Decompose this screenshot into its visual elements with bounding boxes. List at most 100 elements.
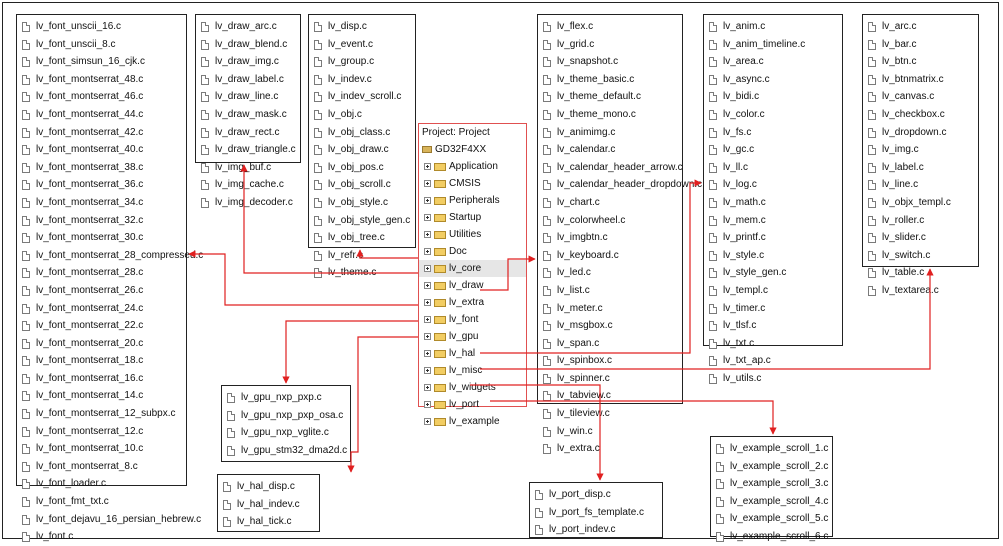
file-item[interactable]: lv_spinbox.c (538, 352, 682, 370)
expand-icon[interactable] (424, 248, 431, 255)
file-item[interactable]: lv_bidi.c (704, 88, 842, 106)
file-item[interactable]: lv_keyboard.c (538, 247, 682, 265)
file-item[interactable]: lv_dropdown.c (863, 124, 978, 142)
file-item[interactable]: lv_tlsf.c (704, 317, 842, 335)
file-item[interactable]: lv_colorwheel.c (538, 212, 682, 230)
expand-icon[interactable] (424, 418, 431, 425)
file-item[interactable]: lv_example_scroll_6.c (711, 528, 832, 546)
file-item[interactable]: lv_font_montserrat_36.c (17, 176, 186, 194)
file-item[interactable]: lv_color.c (704, 106, 842, 124)
file-item[interactable]: lv_draw_blend.c (196, 36, 300, 54)
project-group-lv-widgets[interactable]: lv_widgets (419, 379, 526, 396)
file-item[interactable]: lv_font_unscii_8.c (17, 36, 186, 54)
file-item[interactable]: lv_win.c (538, 423, 682, 441)
file-item[interactable]: lv_draw_line.c (196, 88, 300, 106)
file-item[interactable]: lv_obj_style.c (309, 194, 415, 212)
expand-icon[interactable] (424, 350, 431, 357)
project-group-application[interactable]: Application (419, 158, 526, 175)
file-item[interactable]: lv_txt_ap.c (704, 352, 842, 370)
file-item[interactable]: lv_obj_scroll.c (309, 176, 415, 194)
file-item[interactable]: lv_font_dejavu_16_persian_hebrew.c (17, 511, 201, 529)
file-item[interactable]: lv_draw_mask.c (196, 106, 300, 124)
file-item[interactable]: lv_font_montserrat_26.c (17, 282, 186, 300)
expand-icon[interactable] (424, 316, 431, 323)
file-item[interactable]: lv_example_scroll_5.c (711, 510, 832, 528)
file-item[interactable]: lv_img.c (863, 141, 978, 159)
expand-icon[interactable] (424, 214, 431, 221)
project-group-lv-core[interactable]: lv_core (419, 260, 526, 277)
file-item[interactable]: lv_hal_indev.c (218, 496, 319, 514)
file-item[interactable]: lv_obj_style_gen.c (309, 212, 415, 230)
file-item[interactable]: lv_btn.c (863, 53, 978, 71)
file-item[interactable]: lv_gc.c (704, 141, 842, 159)
file-item[interactable]: lv_animimg.c (538, 124, 682, 142)
file-item[interactable]: lv_font.c (17, 528, 186, 546)
file-item[interactable]: lv_gpu_nxp_pxp.c (222, 389, 350, 407)
file-item[interactable]: lv_font_montserrat_12_subpx.c (17, 405, 186, 423)
file-item[interactable]: lv_font_montserrat_30.c (17, 229, 186, 247)
file-item[interactable]: lv_msgbox.c (538, 317, 682, 335)
project-group-utilities[interactable]: Utilities (419, 226, 526, 243)
expand-icon[interactable] (424, 299, 431, 306)
project-group-cmsis[interactable]: CMSIS (419, 175, 526, 192)
file-item[interactable]: lv_disp.c (309, 18, 415, 36)
file-item[interactable]: lv_indev_scroll.c (309, 88, 415, 106)
file-item[interactable]: lv_theme_default.c (538, 88, 682, 106)
file-item[interactable]: lv_led.c (538, 264, 682, 282)
project-group-doc[interactable]: Doc (419, 243, 526, 260)
file-item[interactable]: lv_font_montserrat_48.c (17, 71, 186, 89)
file-item[interactable]: lv_txt.c (704, 335, 842, 353)
expand-icon[interactable] (424, 333, 431, 340)
file-item[interactable]: lv_log.c (704, 176, 842, 194)
file-item[interactable]: lv_draw_rect.c (196, 124, 300, 142)
file-item[interactable]: lv_meter.c (538, 300, 682, 318)
file-item[interactable]: lv_table.c (863, 264, 978, 282)
file-item[interactable]: lv_draw_label.c (196, 71, 300, 89)
file-item[interactable]: lv_font_loader.c (17, 475, 186, 493)
file-item[interactable]: lv_font_montserrat_22.c (17, 317, 186, 335)
file-item[interactable]: lv_obj_class.c (309, 124, 415, 142)
file-item[interactable]: lv_fs.c (704, 124, 842, 142)
file-item[interactable]: lv_indev.c (309, 71, 415, 89)
file-item[interactable]: lv_line.c (863, 176, 978, 194)
file-item[interactable]: lv_objx_templ.c (863, 194, 978, 212)
file-item[interactable]: lv_mem.c (704, 212, 842, 230)
file-item[interactable]: lv_port_disp.c (530, 486, 662, 504)
file-item[interactable]: lv_anim.c (704, 18, 842, 36)
project-group-lv-draw[interactable]: lv_draw (419, 277, 526, 294)
file-item[interactable]: lv_extra.c (538, 440, 682, 458)
file-item[interactable]: lv_timer.c (704, 300, 842, 318)
expand-icon[interactable] (424, 265, 431, 272)
file-item[interactable]: lv_port_indev.c (530, 521, 662, 539)
file-item[interactable]: lv_area.c (704, 53, 842, 71)
expand-icon[interactable] (424, 197, 431, 204)
file-item[interactable]: lv_font_montserrat_14.c (17, 387, 186, 405)
file-item[interactable]: lv_refr.c (309, 247, 415, 265)
file-item[interactable]: lv_gpu_nxp_pxp_osa.c (222, 407, 350, 425)
file-item[interactable]: lv_spinner.c (538, 370, 682, 388)
project-group-lv-hal[interactable]: lv_hal (419, 345, 526, 362)
project-group-lv-example[interactable]: lv_example (419, 413, 526, 430)
file-item[interactable]: lv_font_montserrat_38.c (17, 159, 186, 177)
file-item[interactable]: lv_font_montserrat_12.c (17, 423, 186, 441)
file-item[interactable]: lv_example_scroll_1.c (711, 440, 832, 458)
file-item[interactable]: lv_font_montserrat_34.c (17, 194, 186, 212)
file-item[interactable]: lv_example_scroll_4.c (711, 493, 832, 511)
file-item[interactable]: lv_tileview.c (538, 405, 682, 423)
file-item[interactable]: lv_font_montserrat_24.c (17, 300, 186, 318)
file-item[interactable]: lv_roller.c (863, 212, 978, 230)
expand-icon[interactable] (424, 231, 431, 238)
file-item[interactable]: lv_font_montserrat_10.c (17, 440, 186, 458)
file-item[interactable]: lv_font_montserrat_40.c (17, 141, 186, 159)
file-item[interactable]: lv_arc.c (863, 18, 978, 36)
file-item[interactable]: lv_textarea.c (863, 282, 978, 300)
file-item[interactable]: lv_font_montserrat_28.c (17, 264, 186, 282)
file-item[interactable]: lv_example_scroll_3.c (711, 475, 832, 493)
expand-icon[interactable] (424, 401, 431, 408)
project-root-node[interactable]: GD32F4XX (419, 141, 526, 158)
file-item[interactable]: lv_font_montserrat_32.c (17, 212, 186, 230)
project-group-peripherals[interactable]: Peripherals (419, 192, 526, 209)
expand-icon[interactable] (424, 180, 431, 187)
expand-icon[interactable] (424, 384, 431, 391)
file-item[interactable]: lv_draw_triangle.c (196, 141, 300, 159)
